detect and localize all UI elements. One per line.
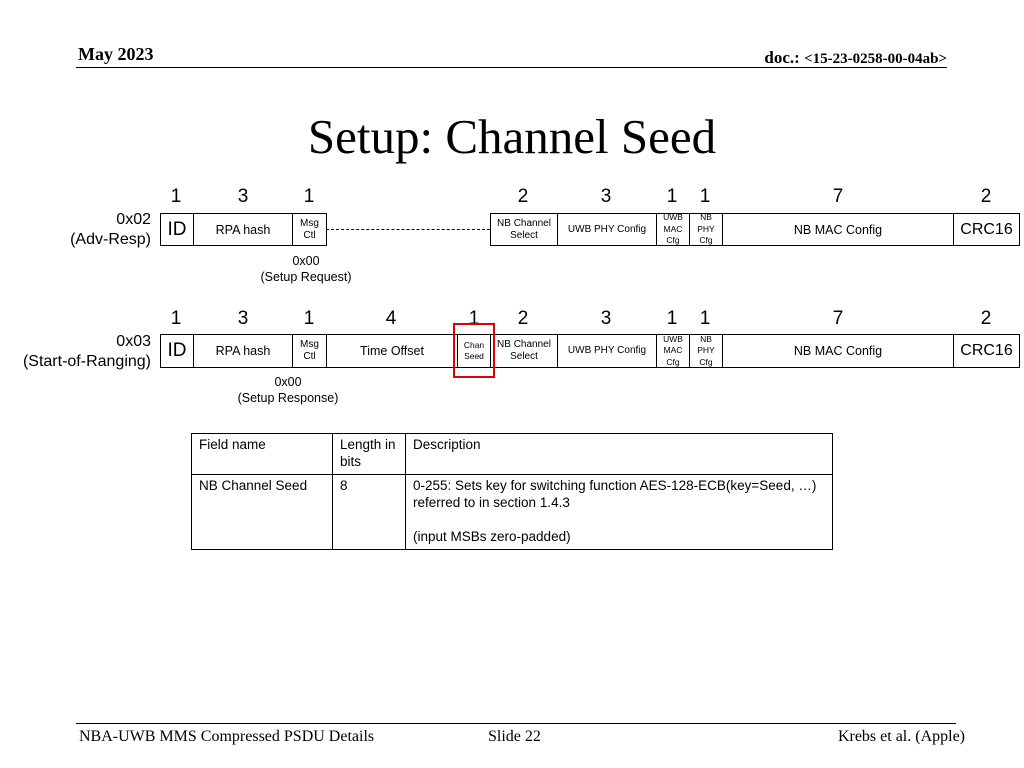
field-nb-mac-config: NB MAC Config [722,334,954,368]
field-id: ID [160,334,194,368]
length-uwb-phy-config: 3 [600,308,612,329]
table-cell-length: 8 [332,474,406,550]
length-rpa-hash: 3 [237,186,249,207]
field-text: MAC [663,345,683,356]
note-value: 0x00 [292,254,320,268]
length-msg-ctl: 1 [303,186,315,207]
field-nb-channel-select: NB Channel Select [490,213,558,246]
field-msg-ctl: Msg Ctl [292,334,327,368]
note-text: (Setup Response) [237,391,339,405]
field-text: Seed [464,351,484,361]
footer-rule [76,723,956,724]
field-crc16: CRC16 [953,334,1020,368]
field-uwb-mac-cfg: UWB MAC Cfg [656,212,690,246]
field-text: NB [700,333,712,344]
table-header-cell: Description [405,433,833,475]
row-label-name: (Adv-Resp) [70,231,151,248]
field-nb-mac-config: NB MAC Config [722,213,954,246]
field-nb-channel-select: NB Channel Select [490,334,558,368]
length-nb-phy-cfg: 1 [699,186,711,207]
field-text: UWB [663,333,683,344]
field-text: Ctl [303,229,316,241]
table-header-cell: Field name [191,433,333,475]
table-cell-description: 0-255: Sets key for switching function A… [405,474,833,550]
field-uwb-phy-config: UWB PHY Config [557,213,657,246]
length-time-offset: 4 [385,308,397,329]
footer-right: Krebs et al. (Apple) [837,728,965,745]
field-text: UWB [663,212,683,223]
length-crc16: 2 [980,308,992,329]
description-note: (input MSBs zero-padded) [413,529,571,544]
field-text: Cfg [666,356,680,367]
length-chan-seed: 1 [468,308,480,329]
field-text: Cfg [699,356,713,367]
table-header-cell: Length in bits [332,433,406,475]
field-uwb-mac-cfg: UWB MAC Cfg [656,334,690,368]
length-id: 1 [170,308,182,329]
length-msg-ctl: 1 [303,308,315,329]
field-text: Select [510,229,538,241]
length-nb-mac-config: 7 [832,308,844,329]
field-chan-seed: Chan Seed [457,334,491,368]
field-rpa-hash: RPA hash [193,213,293,246]
table-header-row: Field name Length in bits Description [191,433,833,475]
field-text: NB Channel [497,217,551,229]
length-nb-mac-config: 7 [832,186,844,207]
field-rpa-hash: RPA hash [193,334,293,368]
field-text: Msg [300,217,319,229]
slide-title: Setup: Channel Seed [307,109,717,164]
field-text: Cfg [666,235,680,246]
length-uwb-mac-cfg: 1 [666,308,678,329]
field-text: PHY [697,223,715,234]
field-time-offset: Time Offset [326,334,458,368]
chan-seed-highlight-box [453,323,495,378]
omitted-fields-dash [326,229,490,230]
field-msg-ctl: Msg Ctl [292,213,327,246]
description-text: 0-255: Sets key for switching function A… [413,478,817,510]
field-text: PHY [697,345,715,356]
row-label-name: (Start-of-Ranging) [22,353,151,370]
field-text: MAC [663,223,683,234]
field-text: Cfg [699,235,713,246]
msg-ctl-note: 0x00 (Setup Response) [198,374,378,406]
field-description-table: Field name Length in bits Description NB… [191,433,833,550]
row-label-code: 0x02 [116,211,151,228]
field-nb-phy-cfg: NB PHY Cfg [689,334,723,368]
field-text: Chan [463,339,485,350]
field-text: Ctl [303,351,316,362]
field-crc16: CRC16 [953,213,1020,246]
field-text: Select [510,351,538,362]
header-date: May 2023 [78,44,154,64]
field-uwb-phy-config: UWB PHY Config [557,334,657,368]
note-value: 0x00 [274,375,302,389]
row-label-code: 0x03 [116,333,151,350]
header-rule [76,67,947,68]
length-nb-channel-select: 2 [517,308,529,329]
length-uwb-mac-cfg: 1 [666,186,678,207]
header-doc-id: doc.: <15-23-0258-00-04ab> [764,48,947,68]
field-id: ID [160,213,194,246]
field-text: NB Channel [497,339,551,350]
length-rpa-hash: 3 [237,308,249,329]
length-uwb-phy-config: 3 [600,186,612,207]
msg-ctl-note: 0x00 (Setup Request) [236,253,376,285]
table-cell-field: NB Channel Seed [191,474,333,550]
doc-number: <15-23-0258-00-04ab> [804,51,947,67]
field-nb-phy-cfg: NB PHY Cfg [689,212,723,246]
doc-prefix: doc.: [764,48,805,67]
footer-slide-number: Slide 22 [488,728,541,745]
footer-left: NBA-UWB MMS Compressed PSDU Details [79,728,375,745]
table-row: NB Channel Seed 8 0-255: Sets key for sw… [191,474,833,550]
length-crc16: 2 [980,186,992,207]
row-label: 0x02 (Adv-Resp) [20,210,151,250]
field-text: NB [700,212,712,223]
row-label: 0x03 (Start-of-Ranging) [4,332,151,372]
note-text: (Setup Request) [260,270,352,284]
field-text: Msg [300,339,319,350]
length-nb-phy-cfg: 1 [699,308,711,329]
length-id: 1 [170,186,182,207]
length-nb-channel-select: 2 [517,186,529,207]
